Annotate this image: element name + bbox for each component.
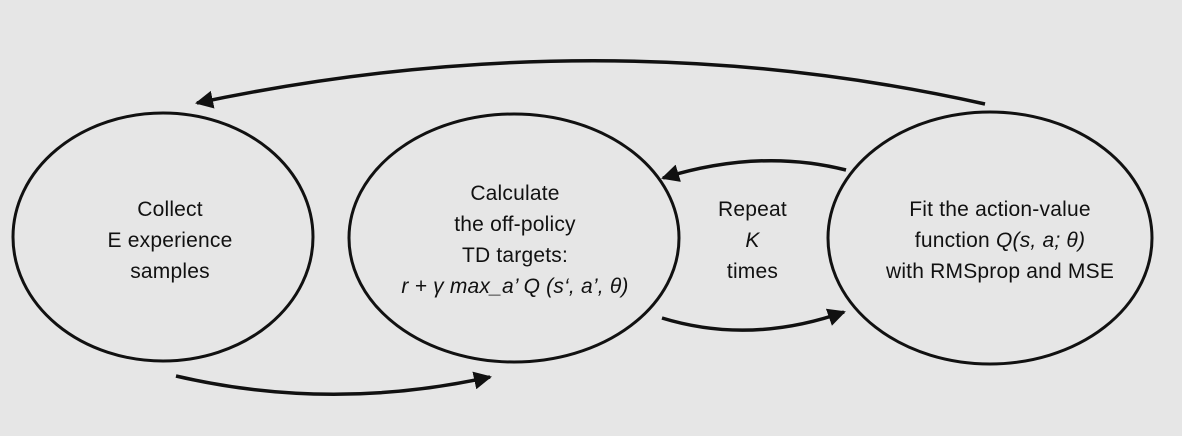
- fit-line-1: Fit the action-value: [909, 197, 1091, 221]
- calculate-line-3: TD targets:: [461, 244, 569, 267]
- fit-node-label: Fit the action-value function Q(s, a; θ)…: [840, 180, 1160, 300]
- collect-line-2: E experience: [107, 228, 233, 252]
- arrow-collect-to-calculate: [175, 371, 492, 396]
- fit-line-2-plain: function: [914, 228, 996, 252]
- collect-node-label: Collect E experience samples: [40, 180, 300, 300]
- collect-node-ellipse: [11, 111, 315, 363]
- calculate-node-label: Calculate the off-policy TD targets: r +…: [360, 160, 670, 320]
- fit-line-3: with RMSprop and MSE: [885, 259, 1115, 283]
- td-target-formula: r + γ max_a’ Q (s‘, a’, θ): [401, 275, 629, 298]
- arrow-fit-to-collect: [195, 59, 986, 109]
- repeat-line-3: times: [726, 259, 779, 283]
- fit-node-ellipse: [826, 110, 1154, 366]
- repeat-line-1: Repeat: [718, 197, 787, 221]
- fit-line-2: function Q(s, a; θ): [915, 225, 1085, 256]
- calculate-node-ellipse: [347, 112, 681, 364]
- calculate-line-1: Calculate: [470, 182, 560, 205]
- collect-line-3: samples: [130, 259, 210, 283]
- repeat-loop-label: Repeat K times: [690, 190, 815, 290]
- repeat-line-2: K: [745, 228, 760, 252]
- arrow-calculate-to-fit: [661, 308, 846, 332]
- arrow-fit-to-calculate-repeat: [661, 158, 847, 182]
- q-function-notation: Q(s, a; θ): [995, 228, 1086, 252]
- collect-line-1: Collect: [137, 197, 203, 221]
- calculate-line-2: the off-policy: [454, 213, 576, 236]
